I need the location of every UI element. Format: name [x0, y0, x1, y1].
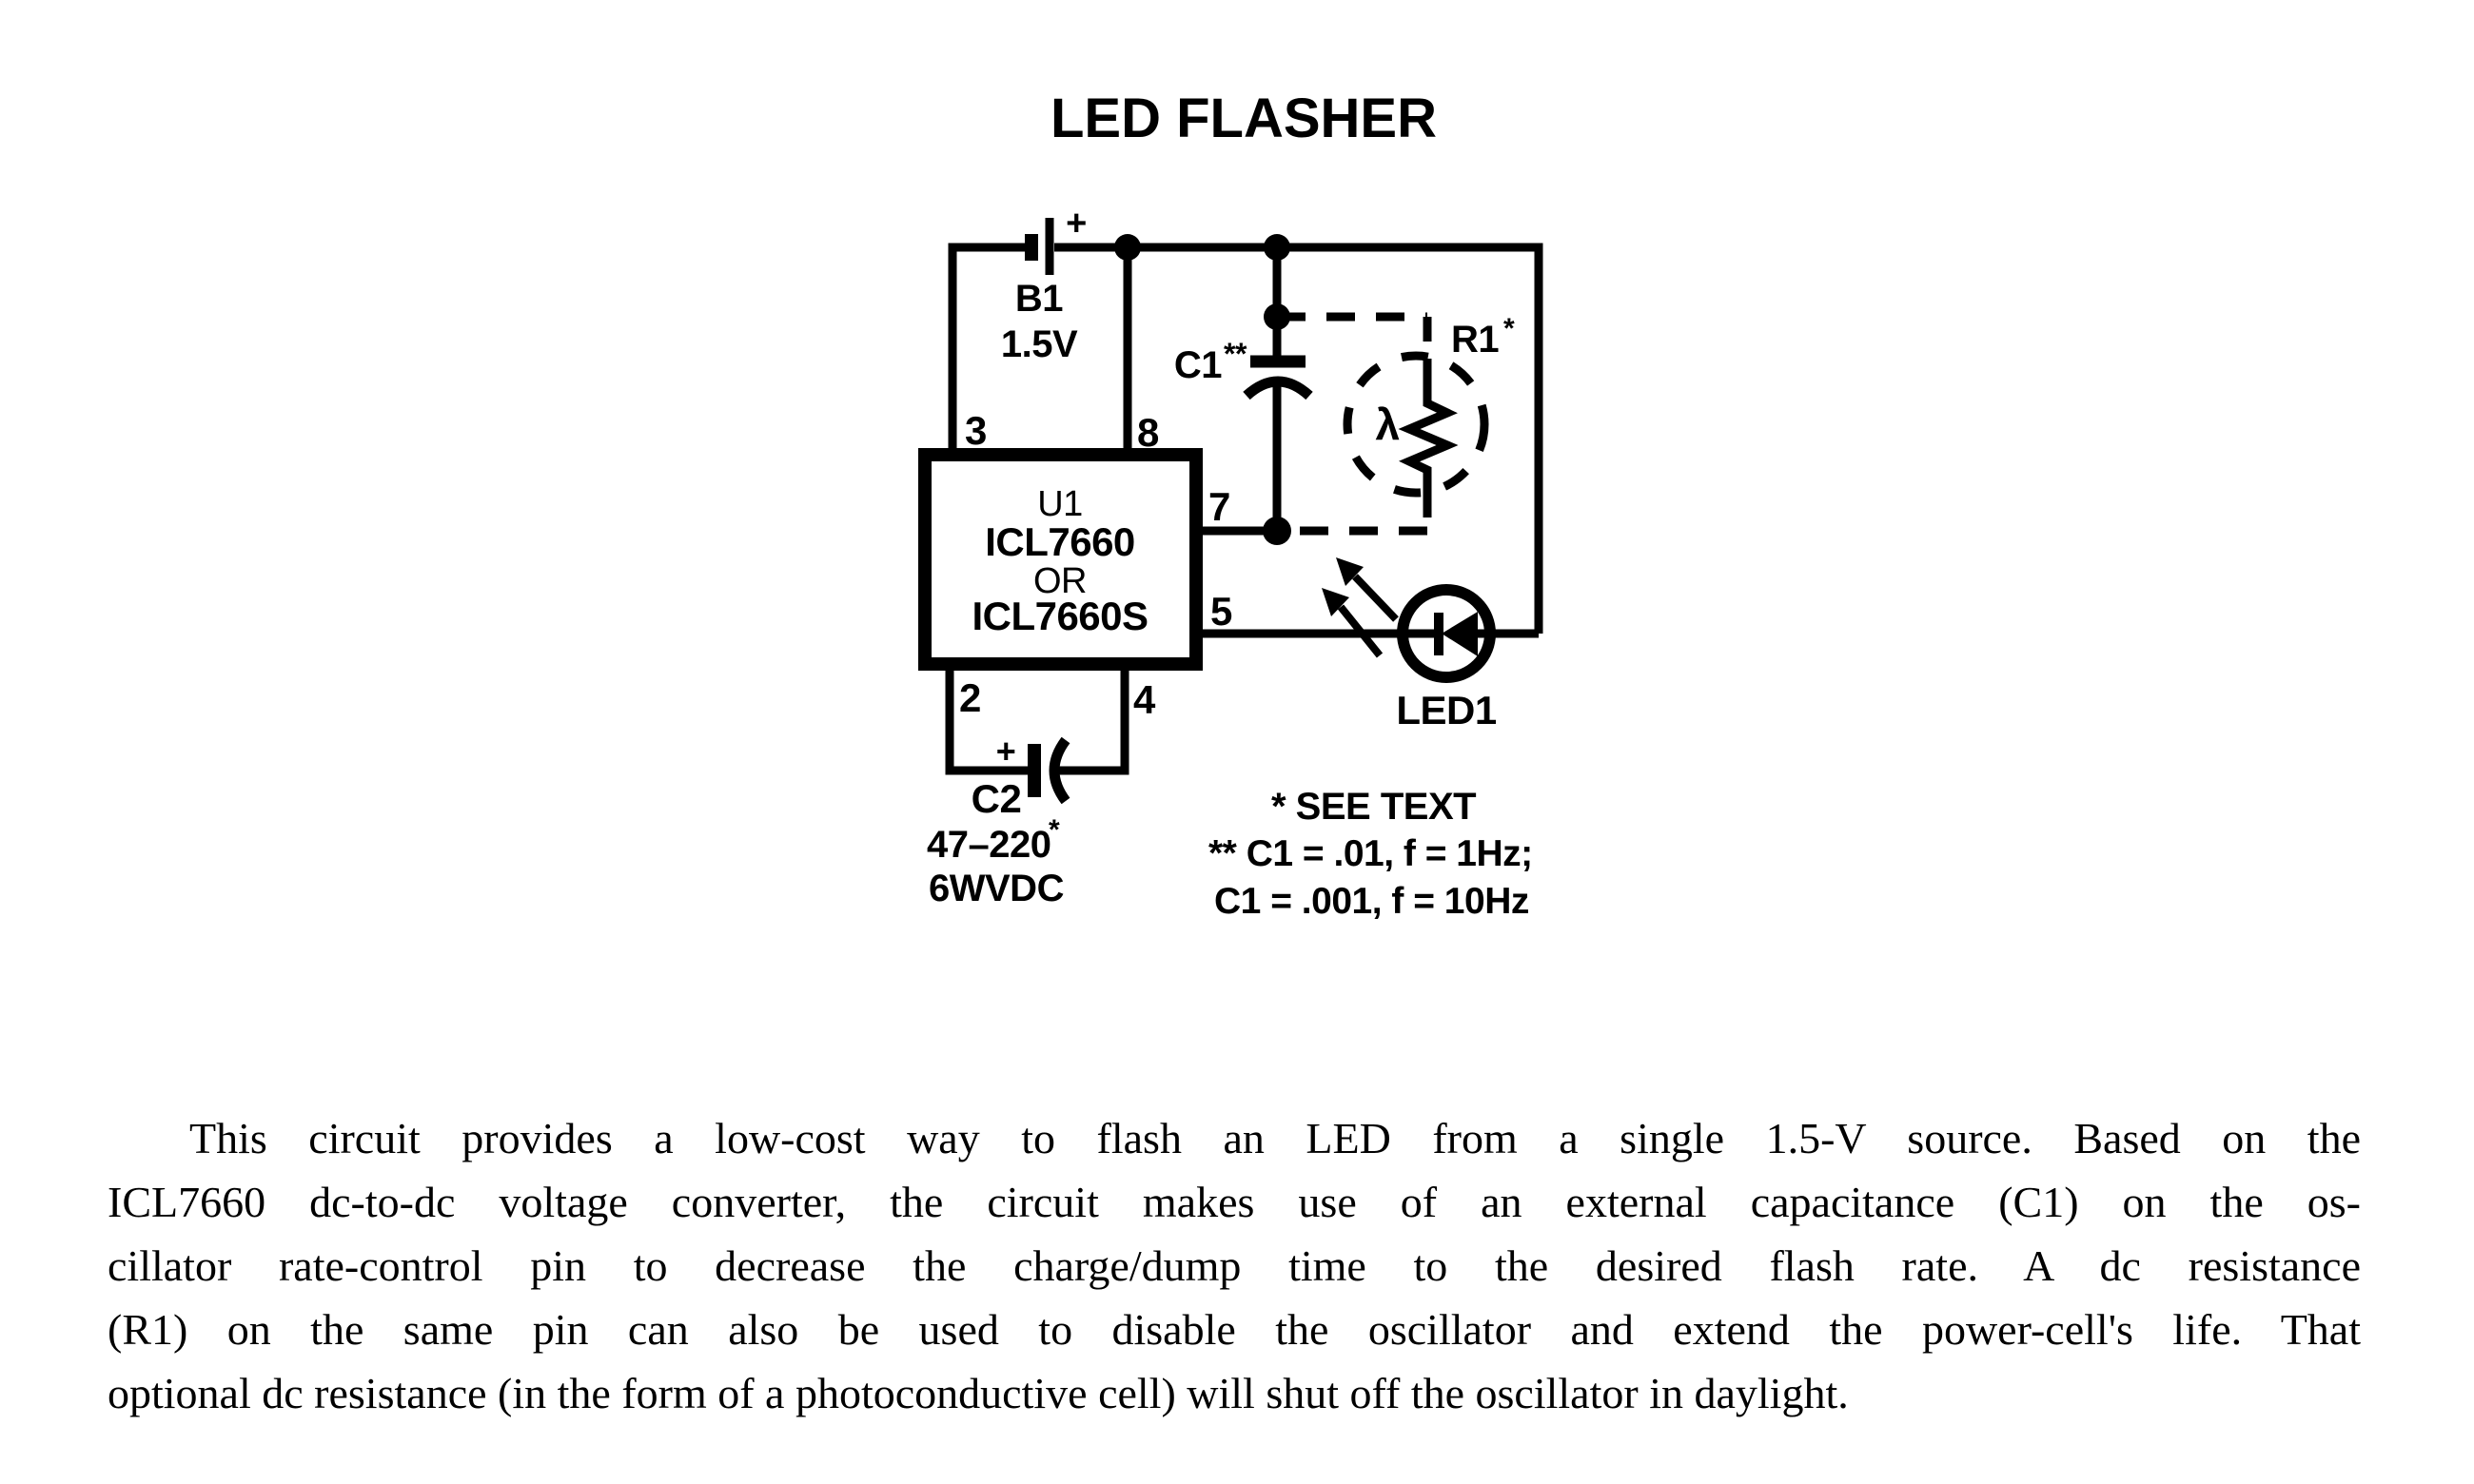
note-c1-1hz: ** C1 = .01, f = 1Hz;: [1208, 833, 1533, 874]
figure-title: LED FLASHER: [1050, 88, 1437, 149]
c1-asterisks: **: [1224, 337, 1247, 371]
caption-line-2: ICL7660 dc-to-dc voltage converter, the …: [108, 1178, 2361, 1226]
led1-arrow-2: [1337, 604, 1384, 658]
c2-curved-plate: [1049, 736, 1070, 805]
caption-line-1: This circuit provides a low-cost way to …: [189, 1114, 2361, 1162]
junction-dot: [1114, 234, 1141, 261]
wire-pin2: [945, 664, 1028, 775]
c1-curved-plate: [1243, 376, 1313, 400]
caption-line-3: cillator rate-control pin to decrease th…: [108, 1241, 2361, 1290]
junction-dot: [1264, 303, 1290, 330]
u1-or-label: OR: [1033, 561, 1087, 601]
junction-dot: [1264, 234, 1290, 261]
battery-plus-sign: +: [1066, 204, 1087, 244]
led1-diode-triangle: [1442, 612, 1478, 656]
u1-part2-label: ICL7660S: [972, 594, 1148, 638]
c2-ref-label: C2: [972, 776, 1022, 821]
wire-left-rail: [948, 243, 1026, 455]
led1-label: LED1: [1396, 688, 1497, 732]
u1-ref-label: U1: [1037, 484, 1083, 524]
pin-label-5: 5: [1210, 589, 1232, 634]
pin-label-7: 7: [1208, 484, 1230, 529]
c1-label: C1: [1174, 344, 1222, 386]
pin-label-8: 8: [1137, 410, 1159, 455]
wire-top-right-rail: [1054, 243, 1543, 634]
led1-arrowhead-2: [1322, 588, 1349, 616]
pin-label-2: 2: [959, 675, 981, 720]
pin-label-3: 3: [965, 408, 987, 453]
battery-ref-label: B1: [1015, 278, 1063, 320]
c2-value-label: 47–220: [927, 824, 1050, 866]
u1-ic-box: [918, 448, 1203, 671]
figure-title-wrap: LED FLASHER: [958, 91, 1529, 146]
battery-value-label: 1.5V: [1001, 323, 1078, 365]
r1-asterisk: *: [1503, 313, 1515, 344]
note-c1-10hz: C1 = .001, f = 10Hz: [1214, 881, 1529, 922]
caption-line-5: optional dc resistance (in the form of a…: [108, 1369, 1849, 1417]
c2-plus-sign: +: [996, 732, 1016, 771]
c2-asterisk: *: [1049, 814, 1060, 846]
caption-line-4: (R1) on the same pin can also be used to…: [108, 1305, 2361, 1354]
r1-resistor-symbol: [1398, 371, 1459, 495]
pin-label-4: 4: [1133, 677, 1156, 722]
junction-dot: [1263, 517, 1291, 545]
c2-rating-label: 6WVDC: [929, 868, 1064, 909]
led1-circle: [1397, 584, 1496, 683]
wire-pin4: [1055, 664, 1129, 775]
caption-paragraph: This circuit provides a low-cost way to …: [108, 1106, 2361, 1425]
led1-arrowhead-1: [1336, 557, 1364, 586]
note-see-text: * SEE TEXT: [1271, 786, 1476, 828]
r1-photocell-circle: [1343, 351, 1489, 498]
u1-part1-label: ICL7660: [985, 519, 1135, 564]
r1-label: R1: [1451, 319, 1499, 361]
r1-lambda-symbol: λ: [1375, 400, 1399, 449]
led1-arrow-1: [1352, 574, 1399, 622]
